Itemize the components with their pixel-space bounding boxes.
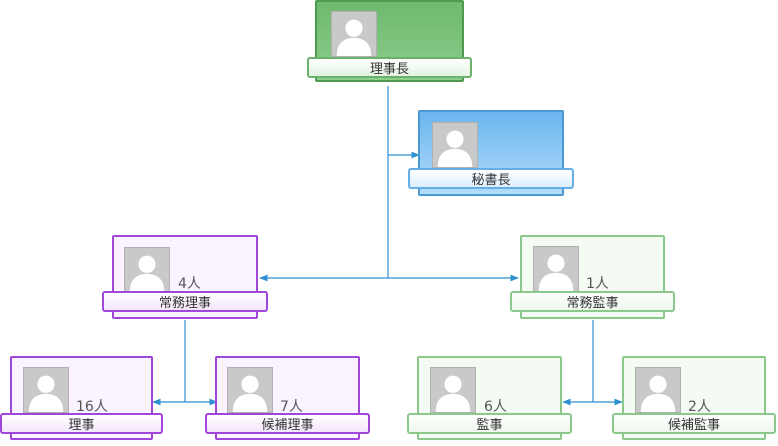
node-title: 候補理事 [205,413,370,434]
person-silhouette-icon [124,247,170,293]
member-count: 6人 [484,399,507,415]
person-silhouette-icon [533,246,579,292]
person-silhouette-icon [635,367,681,413]
node-title: 秘書長 [408,168,574,189]
member-count: 1人 [586,276,609,292]
node-alternate-supervisors[interactable]: 2人 候補監事 [612,356,776,444]
node-chairman[interactable]: 理事長 [307,0,472,88]
node-title: 理事 [0,413,163,434]
node-alternate-directors[interactable]: 7人 候補理事 [205,356,370,444]
member-count: 16人 [76,399,108,415]
person-silhouette-icon [331,11,377,57]
node-executive-directors[interactable]: 4人 常務理事 [102,235,268,323]
member-count: 7人 [280,399,303,415]
person-silhouette-icon [227,367,273,413]
person-silhouette-icon [432,122,478,168]
node-title: 理事長 [307,57,472,78]
member-count: 2人 [688,399,711,415]
node-title: 常務監事 [510,291,675,312]
person-silhouette-icon [430,367,476,413]
node-directors[interactable]: 16人 理事 [0,356,163,444]
node-title: 監事 [407,413,572,434]
member-count: 4人 [178,276,201,292]
person-silhouette-icon [23,367,69,413]
node-supervisors[interactable]: 6人 監事 [407,356,572,444]
node-title: 候補監事 [612,413,776,434]
node-title: 常務理事 [102,291,268,312]
node-secretary-general[interactable]: 秘書長 [408,110,574,200]
node-executive-supervisor[interactable]: 1人 常務監事 [510,235,675,323]
